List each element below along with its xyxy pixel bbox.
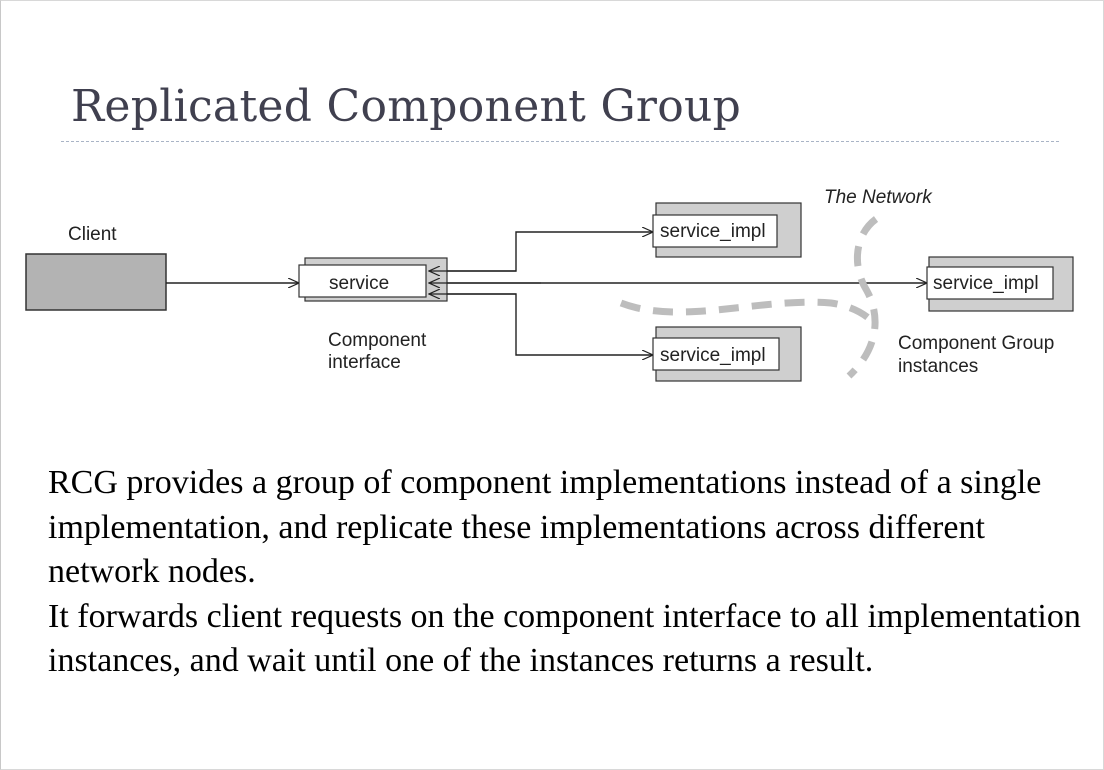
title-divider [61,141,1059,142]
service-impl-top-label: service_impl [660,221,766,242]
service-label: service [329,273,389,294]
rcg-diagram: Client service Component interface servi… [25,187,1074,382]
network-label: The Network [824,187,933,208]
body-text: RCG provides a group of component implem… [48,461,1088,684]
network-boundary-arc [619,298,879,329]
slide-title: Replicated Component Group [71,81,742,132]
client-label: Client [68,224,117,245]
forward-arrow-top [447,232,653,272]
service-impl-right-box [926,266,1054,300]
client-box [25,253,167,311]
service-impl-right-label: service_impl [933,273,1039,294]
component-interface-label-line2: interface [328,352,401,373]
body-paragraph: It forwards client requests on the compo… [48,597,1081,680]
component-group-label-line1: Component Group [898,333,1054,354]
forward-arrow-bottom [447,293,653,355]
component-interface-label-line1: Component [328,330,427,351]
service-impl-bottom-label: service_impl [660,345,766,366]
service-impl-bottom-box [652,337,780,371]
body-paragraph: RCG provides a group of component implem… [48,464,1042,590]
network-boundary-dashes [846,216,879,379]
service-box [298,264,427,298]
component-group-label-line2: instances [898,356,978,377]
service-impl-top-box [652,214,778,248]
